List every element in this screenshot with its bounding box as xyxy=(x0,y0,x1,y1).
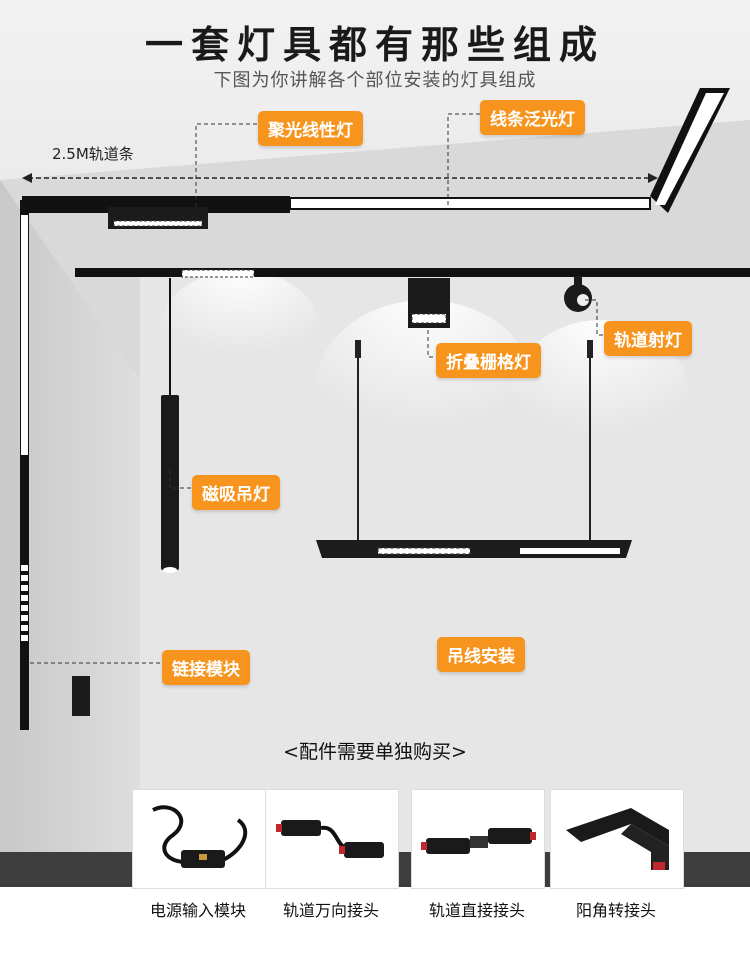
linear-flood-strip xyxy=(289,197,651,210)
accessory-name: 电源输入模块 xyxy=(149,901,246,920)
wall-grille-dots xyxy=(21,565,28,641)
folding-grille-leds xyxy=(411,313,447,324)
accessory-card-straight-joint xyxy=(411,789,545,889)
leader-lines xyxy=(30,113,604,664)
accessory-card-power-input xyxy=(132,789,266,889)
accessory-name: 阳角转接头 xyxy=(575,901,656,920)
label-link-module: 链接模块 xyxy=(162,650,250,685)
label-hanging-install: 吊线安装 xyxy=(437,637,525,672)
linear-flood-diagonal xyxy=(655,93,724,205)
light-glow xyxy=(510,320,690,480)
label-linear-spot: 聚光线性灯 xyxy=(258,111,363,146)
hanging-clip xyxy=(587,340,593,358)
accessory-name: 轨道万向接头 xyxy=(282,901,379,920)
track-length-label: 2.5M轨道条 xyxy=(52,145,134,163)
linear-spot-leds xyxy=(113,220,203,227)
ceiling-track-upper xyxy=(22,196,290,213)
corner-joint-icon xyxy=(566,808,669,870)
linear-spot-lower xyxy=(181,269,255,278)
accessories-title: <配件需要单独购买> xyxy=(283,741,467,763)
arrow-right-icon xyxy=(648,173,658,183)
arrow-left-icon xyxy=(22,173,32,183)
hanging-bar-strip xyxy=(520,548,620,554)
universal-joint-icon xyxy=(276,820,384,858)
ceiling-track-lower xyxy=(75,268,750,277)
accessory-label-band xyxy=(0,887,750,956)
left-wall xyxy=(0,180,140,956)
page-title: 一套灯具都有那些组成 xyxy=(144,23,605,67)
link-module xyxy=(72,676,90,716)
accessory-card-universal-joint xyxy=(265,789,399,889)
label-folding-grille: 折叠栅格灯 xyxy=(436,343,541,378)
magnetic-pendant-light xyxy=(161,395,179,570)
pendant-lens xyxy=(163,567,177,573)
hanging-clip xyxy=(355,340,361,358)
power-input-module-icon xyxy=(152,805,248,868)
track-spot-mount xyxy=(574,276,582,290)
hanging-bar-leds xyxy=(377,547,471,555)
page-subtitle: 下图为你讲解各个部位安装的灯具组成 xyxy=(213,70,537,91)
accessory-name: 轨道直接接头 xyxy=(428,901,525,920)
straight-joint-icon xyxy=(421,828,536,854)
wall-linear-light xyxy=(21,215,28,455)
accessory-card-corner-joint xyxy=(550,789,684,889)
label-track-spot: 轨道射灯 xyxy=(604,321,692,356)
label-linear-flood: 线条泛光灯 xyxy=(480,100,585,135)
label-magnetic-pendant: 磁吸吊灯 xyxy=(192,475,280,510)
light-glow xyxy=(160,270,320,390)
wall-track-vertical xyxy=(20,200,29,730)
track-spot-lens xyxy=(577,294,589,306)
